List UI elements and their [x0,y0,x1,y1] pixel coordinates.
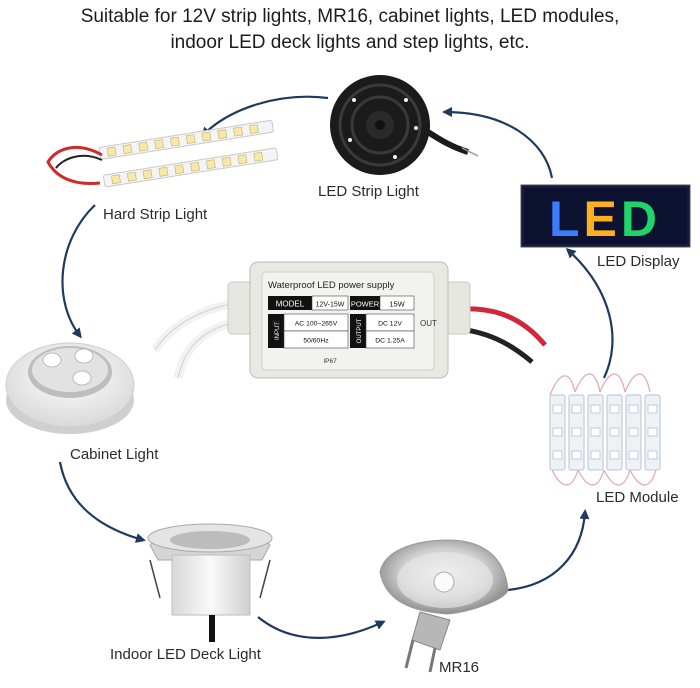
hard-strip-light-image [46,119,279,188]
label-mr16: MR16 [439,659,480,676]
cabinet-light-image [5,342,135,434]
arrow-module-to-display [565,247,614,379]
headline-line-1: Suitable for 12V strip lights, MR16, cab… [80,6,620,27]
psu-output-current: DC 1.25A [375,338,405,345]
flow-arrows [58,95,614,639]
psu-model-label: MODEL [276,300,305,309]
psu-output-label: OUTPUT [357,318,363,343]
psu-power-label: POWER [351,300,380,309]
headline-line-2: indoor LED deck lights and step lights, … [170,32,530,53]
psu-input-value: AC 100~265V [295,321,338,328]
arrow-mr16-to-module [507,509,590,592]
psu-output-voltage: DC 12V [378,321,402,328]
label-led-display: LED Display [597,253,680,270]
psu-in-marker: IN [272,319,280,328]
psu-model-value: 12V-15W [316,302,345,309]
psu-input-label: INPUT [275,322,281,340]
led-display-letter-l: L [549,191,584,247]
arrow-deck-to-mr16 [257,616,386,639]
psu-freq-value: 50/60Hz [303,338,329,345]
arrow-cabinet-to-deck [58,461,146,543]
led-display-letter-e: E [584,191,621,247]
label-indoor-led-deck-light: Indoor LED Deck Light [110,646,261,663]
led-display-text: LED [549,191,661,247]
mr16-bulb-image [379,539,509,673]
deck-light-image [147,523,273,642]
led-module-image [549,373,661,486]
label-led-strip-light: LED Strip Light [318,183,419,200]
label-cabinet-light: Cabinet Light [70,446,159,463]
psu-ip-rating: IP67 [323,358,337,365]
power-supply-unit: Waterproof LED power supply MODEL 12V-15… [227,261,471,379]
led-strip-reel-image [330,75,479,175]
led-display-image: LED [520,184,691,248]
arrow-strip-to-hardstrip [200,95,329,138]
label-hard-strip-light: Hard Strip Light [103,206,208,223]
psu-title: Waterproof LED power supply [268,280,395,291]
label-led-module: LED Module [596,489,679,506]
arrow-hardstrip-to-cabinet [61,204,96,339]
psu-out-marker: OUT [420,319,437,328]
arrow-display-to-strip [442,107,554,179]
led-display-letter-d: D [621,191,661,247]
psu-power-value: 15W [389,300,405,309]
